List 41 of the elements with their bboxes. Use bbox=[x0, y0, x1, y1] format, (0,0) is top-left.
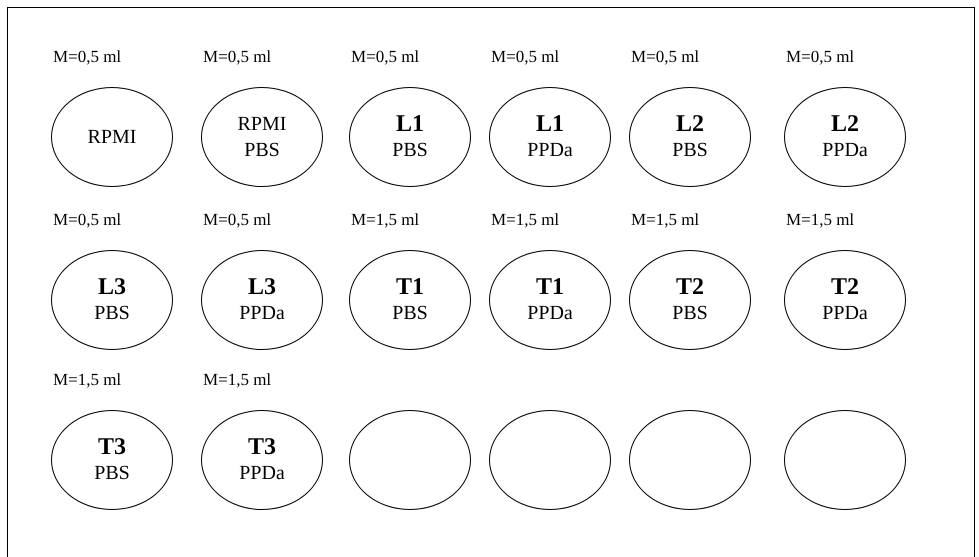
reagent-label: RPMI bbox=[88, 125, 136, 150]
sample-label: T1 bbox=[396, 274, 424, 300]
volume-label: M=0,5 ml bbox=[203, 210, 272, 230]
reagent-label: PBS bbox=[672, 138, 708, 163]
reagent-label: PBS bbox=[392, 301, 428, 326]
sample-label: T2 bbox=[676, 274, 704, 300]
volume-label: M=0,5 ml bbox=[203, 47, 272, 67]
reagent-label: PPDa bbox=[527, 138, 573, 163]
reagent-label: PPDa bbox=[239, 301, 285, 326]
reagent-label: PBS bbox=[94, 461, 130, 486]
volume-label: M=1,5 ml bbox=[53, 370, 122, 390]
volume-label: M=1,5 ml bbox=[631, 210, 700, 230]
reagent-label: PPDa bbox=[239, 461, 285, 486]
volume-label: M=1,5 ml bbox=[203, 370, 272, 390]
sample-label: L2 bbox=[830, 111, 859, 137]
reagent-label: PBS bbox=[392, 138, 428, 163]
sample-label: T3 bbox=[248, 434, 276, 460]
sample-label: L3 bbox=[248, 274, 276, 300]
volume-label: M=0,5 ml bbox=[53, 47, 122, 67]
volume-label: M=0,5 ml bbox=[786, 47, 854, 67]
reagent-label: PBS bbox=[672, 301, 708, 326]
reagent-label: PBS bbox=[94, 301, 130, 326]
volume-label: M=0,5 ml bbox=[491, 47, 560, 67]
volume-label: M=0,5 ml bbox=[631, 47, 700, 67]
reagent-label: PPDa bbox=[822, 301, 868, 326]
sample-label: T1 bbox=[536, 274, 564, 300]
reagent-label: PPDa bbox=[527, 301, 573, 326]
reagent-label: PBS bbox=[244, 138, 280, 163]
volume-label: M=0,5 ml bbox=[53, 210, 122, 230]
sample-label: T2 bbox=[830, 274, 859, 300]
sample-label: T3 bbox=[98, 434, 126, 460]
volume-label: M=0,5 ml bbox=[351, 47, 420, 67]
reagent-label: PPDa bbox=[822, 138, 868, 163]
sample-label: L1 bbox=[536, 111, 564, 137]
volume-label: M=1,5 ml bbox=[351, 210, 420, 230]
volume-label: M=1,5 ml bbox=[786, 210, 854, 230]
sample-label: L1 bbox=[396, 111, 424, 137]
sample-label: L2 bbox=[676, 111, 704, 137]
volume-label: M=1,5 ml bbox=[491, 210, 560, 230]
reagent-label: RPMI bbox=[238, 112, 286, 137]
sample-label: L3 bbox=[98, 274, 126, 300]
